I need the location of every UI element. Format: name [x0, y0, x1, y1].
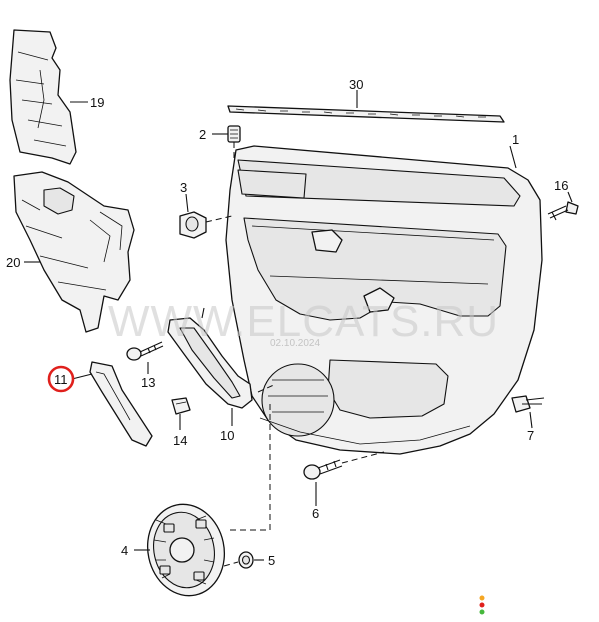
leader-3: [185, 193, 189, 213]
watermark-code: 02.10.2024: [270, 338, 320, 349]
indicator-dot-amber: [479, 595, 485, 601]
callout-5[interactable]: 5: [268, 553, 275, 568]
callout-10[interactable]: 10: [220, 428, 234, 443]
callout-30[interactable]: 30: [349, 77, 363, 92]
callout-19[interactable]: 19: [90, 95, 104, 110]
part-7-clip[interactable]: [511, 395, 545, 413]
callout-1[interactable]: 1: [512, 132, 519, 147]
leader-7: [529, 411, 533, 429]
part-16-screw[interactable]: [547, 201, 579, 221]
leader-16: [567, 191, 573, 203]
callout-6[interactable]: 6: [312, 506, 319, 521]
part-5-nut[interactable]: [238, 551, 254, 569]
indicator-dot-green: [479, 609, 485, 615]
part-4-speaker[interactable]: [139, 497, 232, 603]
part-6-screw[interactable]: [303, 451, 385, 480]
callout-14[interactable]: 14: [173, 433, 187, 448]
callout-3[interactable]: 3: [180, 180, 187, 195]
part-30-seal-strip[interactable]: [227, 105, 505, 123]
part-13-screw[interactable]: [126, 341, 164, 361]
part-2-cap[interactable]: [227, 125, 241, 143]
callout-7[interactable]: 7: [527, 428, 534, 443]
callout-2[interactable]: 2: [199, 127, 206, 142]
part-10-handle-surround[interactable]: [167, 307, 253, 409]
part-20-insulation-lower[interactable]: [13, 171, 135, 333]
part-14-clip[interactable]: [171, 397, 191, 415]
callout-11[interactable]: 11: [54, 372, 68, 387]
indicator-dot-red: [479, 602, 485, 608]
leader-11: [71, 373, 93, 380]
leader-1: [509, 145, 517, 169]
callout-16[interactable]: 16: [554, 178, 568, 193]
callout-20[interactable]: 20: [6, 255, 20, 270]
part-11-trim-strip[interactable]: [89, 361, 153, 447]
highlight-ring-11: [47, 365, 75, 393]
part-3-grommet[interactable]: [179, 211, 207, 239]
callout-4[interactable]: 4: [121, 543, 128, 558]
part-1-door-trim-panel[interactable]: [225, 145, 543, 455]
part-19-insulation-upper[interactable]: [9, 29, 77, 165]
watermark-site: WWW.ELCATS.RU: [108, 297, 499, 346]
callout-13[interactable]: 13: [141, 375, 155, 390]
